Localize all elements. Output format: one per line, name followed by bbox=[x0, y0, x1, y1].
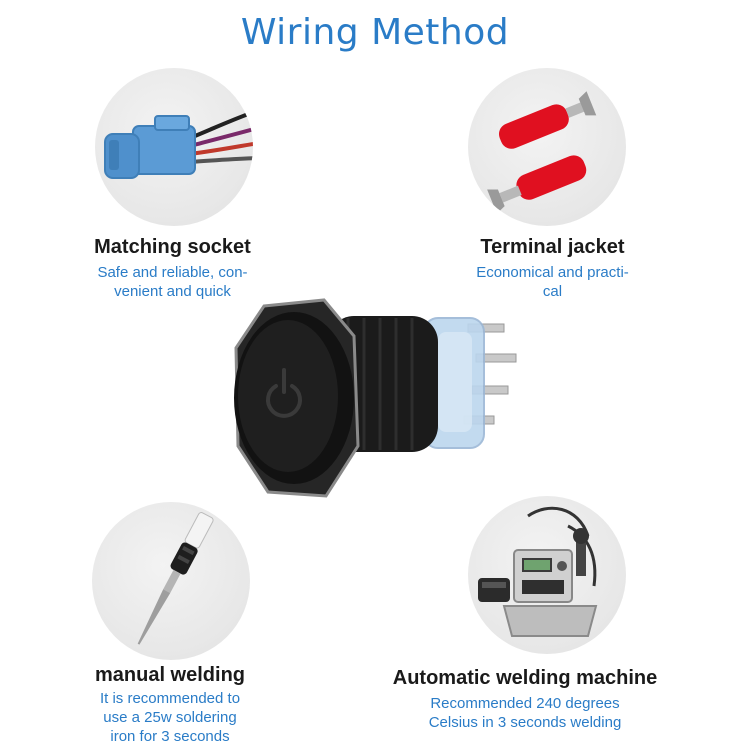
soldering-iron-image bbox=[92, 502, 250, 660]
welding-title: manual welding bbox=[94, 664, 246, 686]
welding-desc: It is recommended to use a 25w soldering… bbox=[55, 689, 285, 746]
welding-desc-line: use a 25w soldering bbox=[103, 709, 237, 726]
machine-desc: Recommended 240 degrees Celsius in 3 sec… bbox=[375, 694, 675, 732]
socket-title: Matching socket bbox=[94, 236, 251, 258]
machine-desc-line: Celsius in 3 seconds welding bbox=[428, 714, 622, 731]
jacket-image bbox=[468, 68, 626, 226]
welding-machine-image bbox=[468, 496, 626, 654]
welding-desc-line: iron for 3 seconds bbox=[110, 728, 230, 745]
jacket-desc-line: cal bbox=[542, 283, 563, 300]
page-title: Wiring Method bbox=[240, 12, 510, 53]
welding-desc-line: It is recommended to bbox=[99, 690, 241, 707]
jacket-desc-line: Economical and practi- bbox=[476, 264, 629, 281]
jacket-title: Terminal jacket bbox=[480, 236, 625, 258]
socket-desc-line: venient and quick bbox=[114, 283, 231, 300]
socket-desc: Safe and reliable, con- venient and quic… bbox=[60, 263, 285, 301]
socket-image bbox=[95, 68, 253, 226]
machine-desc-line: Recommended 240 degrees bbox=[430, 695, 620, 712]
push-button-switch-image bbox=[234, 298, 517, 498]
machine-title: Automatic welding machine bbox=[392, 667, 658, 689]
jacket-desc: Economical and practi- cal bbox=[440, 263, 665, 301]
socket-desc-line: Safe and reliable, con- bbox=[97, 264, 248, 281]
